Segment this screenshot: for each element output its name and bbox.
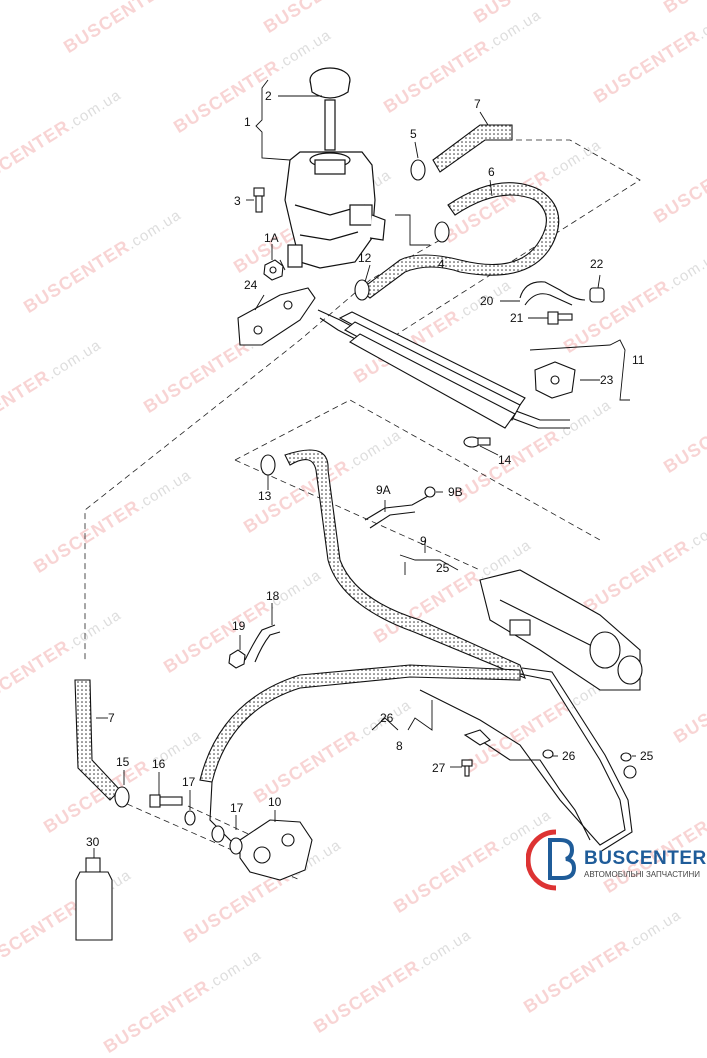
logo-subtitle: АВТОМОБІЛЬНІ ЗАПЧАСТИНИ (584, 870, 700, 879)
callout-4: 4 (438, 257, 445, 271)
steering-rack (479, 569, 643, 691)
callout-26-bottom: 26 (562, 749, 576, 763)
cooler-11 (338, 311, 526, 429)
callout-5: 5 (410, 127, 417, 141)
bolt-14 (463, 436, 491, 448)
reservoir (284, 151, 386, 269)
logo-title: BUSCENTER (584, 848, 707, 869)
bracket-9a (364, 494, 431, 529)
power-steering-pump (239, 819, 313, 881)
callout-6: 6 (488, 165, 495, 179)
callout-30: 30 (86, 835, 100, 849)
bolt-27 (461, 729, 491, 777)
callout-21: 21 (510, 311, 524, 325)
callout-23: 23 (600, 373, 614, 387)
callout-17-left: 17 (182, 775, 196, 789)
clamp-20 (519, 281, 586, 306)
bracket-24 (237, 287, 316, 346)
buscenter-logo: BUSCENTER АВТОМОБІЛЬНІ ЗАПЧАСТИНИ (526, 826, 706, 896)
callout-27: 27 (432, 761, 446, 775)
leader-lines (93, 79, 636, 858)
callout-25-top: 25 (436, 561, 450, 575)
callout-7-top: 7 (474, 97, 481, 111)
bolt-3 (253, 187, 265, 213)
bracket-23 (534, 361, 576, 399)
callout-3: 3 (234, 194, 241, 208)
callout-18: 18 (266, 589, 280, 603)
callout-15: 15 (116, 755, 130, 769)
callout-1a: 1A (264, 231, 279, 245)
logo-mark-icon (526, 829, 577, 891)
callout-12: 12 (358, 251, 372, 265)
nut-1a (263, 259, 284, 281)
sleeve-22 (589, 287, 605, 303)
callout-24: 24 (244, 278, 258, 292)
bolt-16 (149, 794, 183, 808)
nut-19 (228, 649, 246, 669)
callout-1: 1 (244, 115, 251, 129)
callout-9b: 9B (448, 485, 463, 499)
callout-11: 11 (632, 353, 645, 367)
callout-9: 9 (420, 534, 427, 548)
hoses (74, 124, 560, 801)
callout-16: 16 (152, 757, 166, 771)
reservoir-cap (309, 67, 351, 151)
callout-9a: 9A (376, 483, 391, 497)
callout-26-top: 26 (380, 711, 394, 725)
callout-8: 8 (396, 739, 403, 753)
bolt-21 (547, 311, 573, 325)
callout-14: 14 (498, 453, 512, 467)
power-steering-exploded-diagram: 1 2 3 1A 4 5 6 7 12 22 20 21 24 11 23 14… (74, 67, 654, 941)
o-rings (542, 749, 637, 779)
fluid-bottle (75, 857, 113, 941)
nut-9b (424, 486, 436, 498)
callout-labels: 1 2 3 1A 4 5 6 7 12 22 20 21 24 11 23 14… (86, 89, 654, 849)
hose-clamps (114, 159, 450, 808)
callout-19: 19 (232, 619, 246, 633)
callout-22: 22 (590, 257, 604, 271)
callout-7-bottom: 7 (108, 711, 115, 725)
callout-13: 13 (258, 489, 272, 503)
callout-20: 20 (480, 294, 494, 308)
callout-25-bottom: 25 (640, 749, 654, 763)
callout-2: 2 (265, 89, 272, 103)
callout-17-right: 17 (230, 801, 244, 815)
bracket-18 (244, 624, 281, 663)
callout-10: 10 (268, 795, 282, 809)
washers-17 (184, 810, 243, 855)
